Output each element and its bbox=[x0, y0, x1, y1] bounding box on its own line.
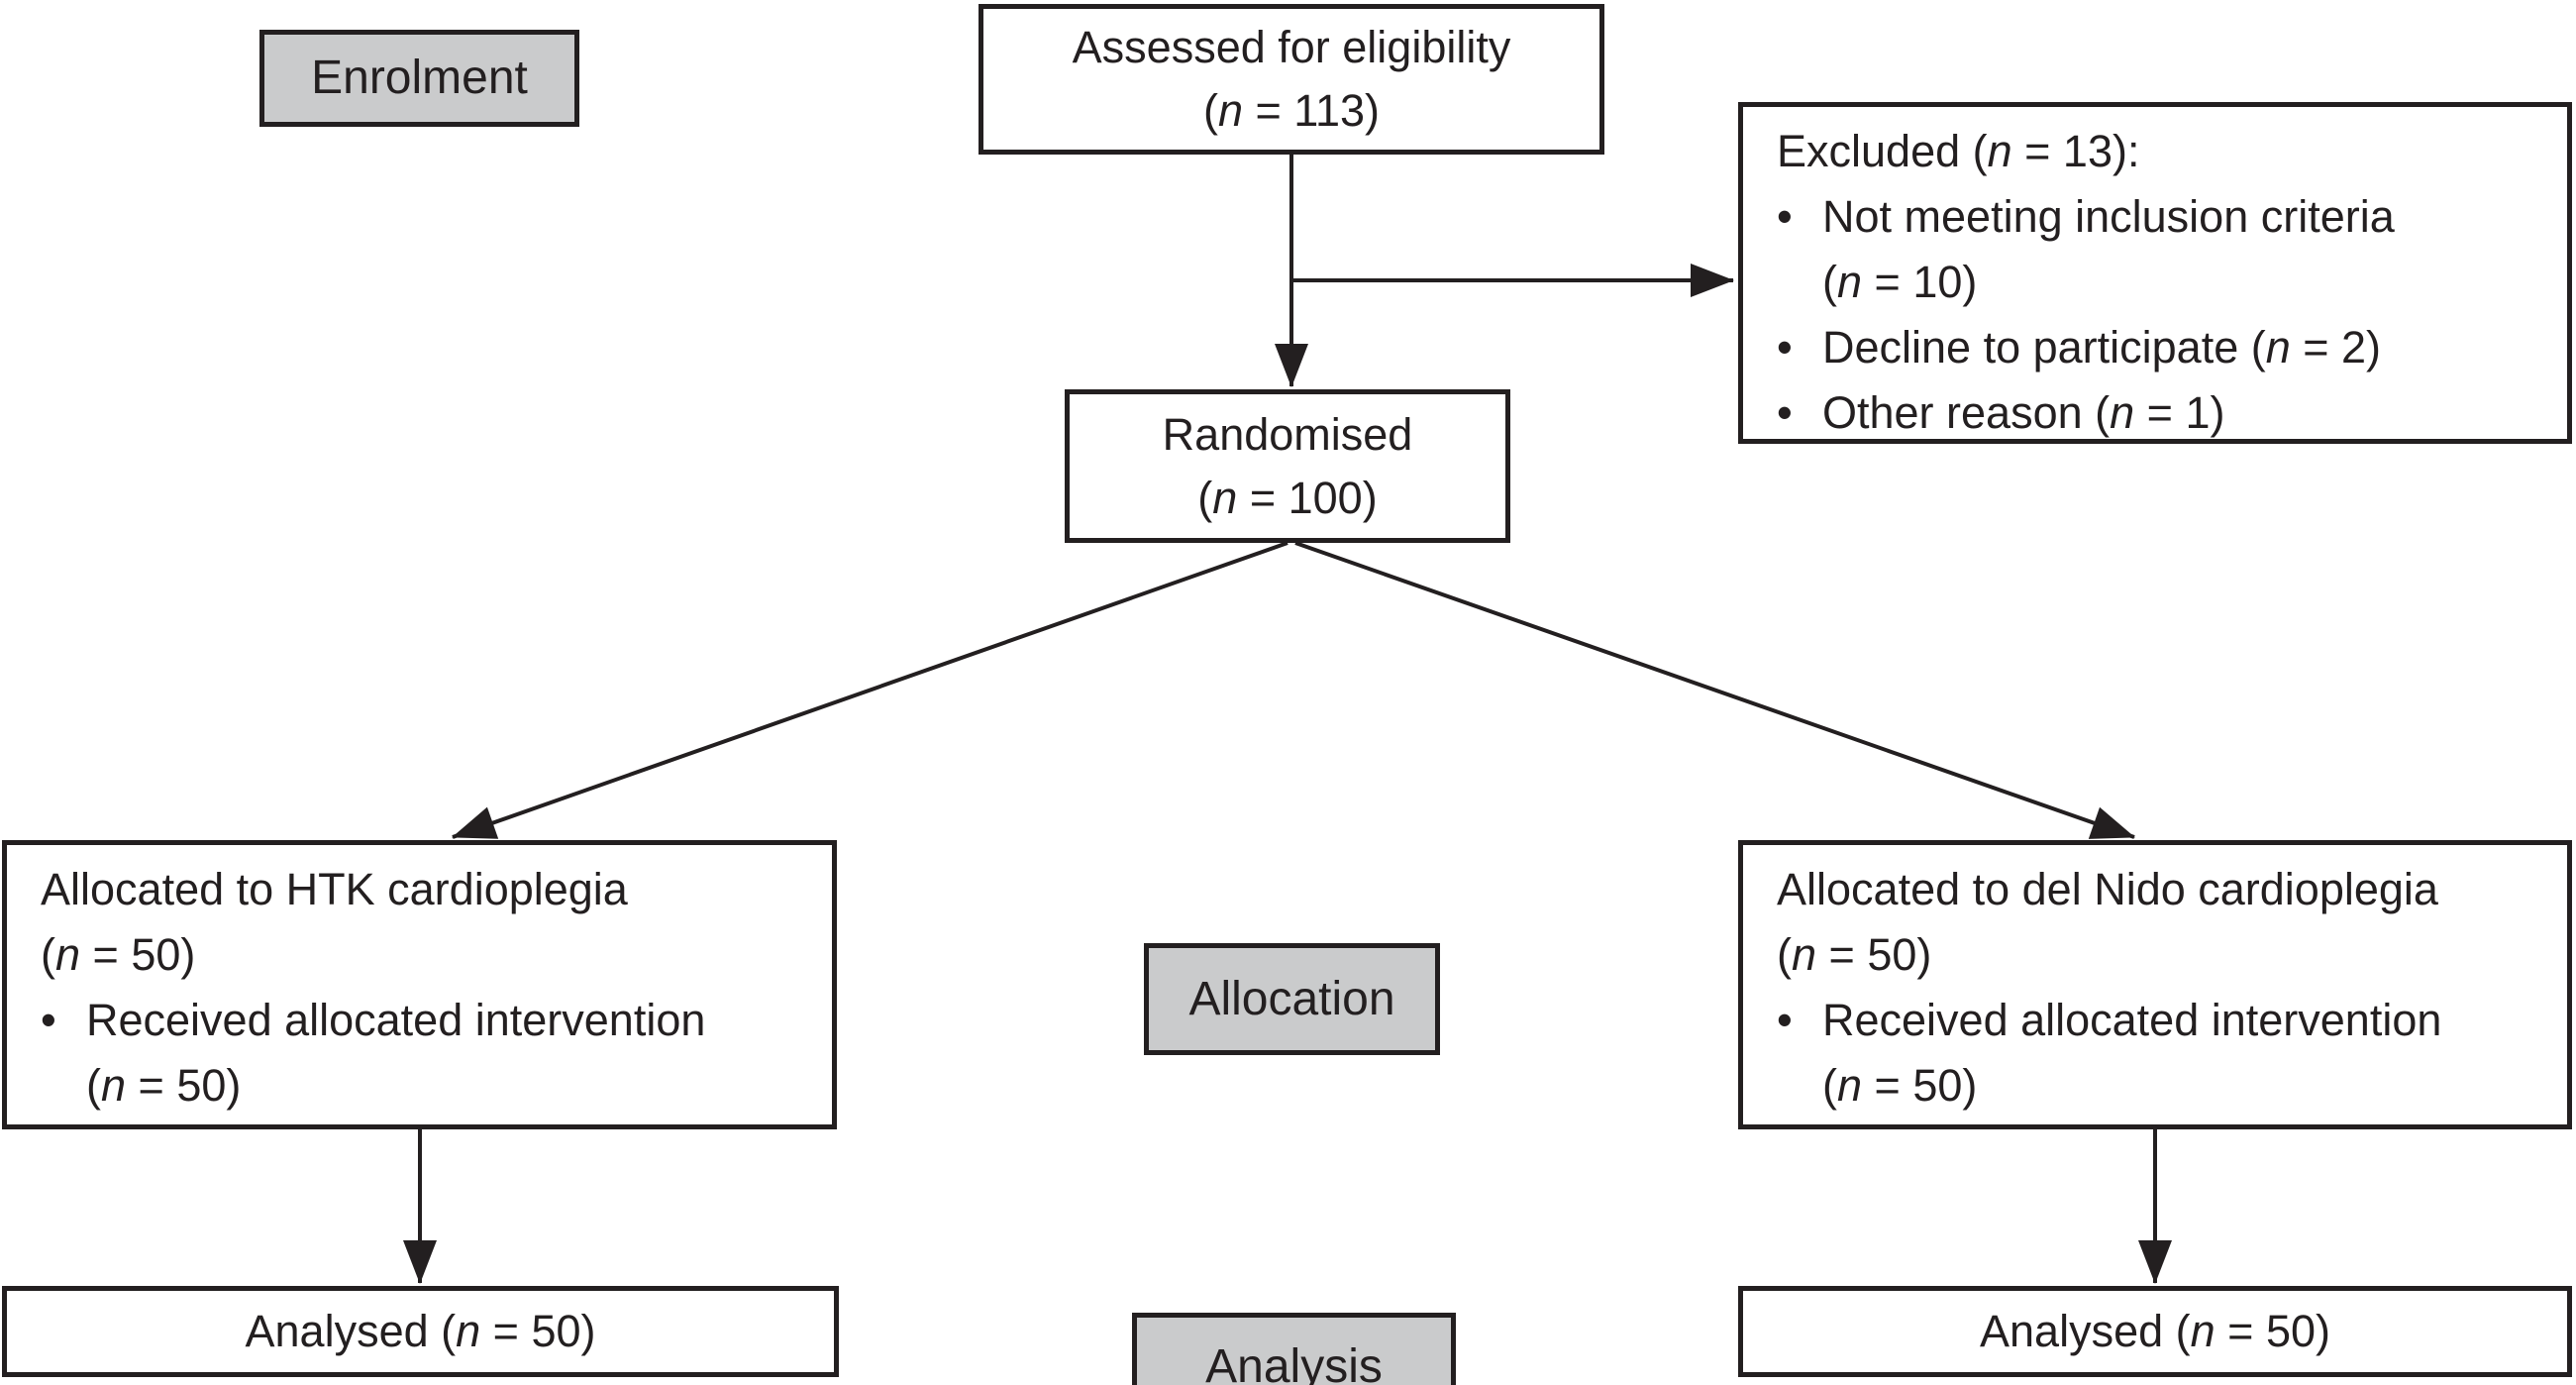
allocated-htk-item-stat: (n = 50) bbox=[86, 1053, 241, 1119]
allocation-stage-text: Allocation bbox=[1188, 972, 1395, 1025]
allocated-delnido-item-text: Received allocated intervention bbox=[1822, 995, 2442, 1045]
excluded-item-1-stat-open: ( bbox=[1822, 257, 1837, 307]
allocated-htk-stat-line: (n = 50) bbox=[41, 922, 824, 988]
excluded-item-2: • Decline to participate (n = 2) bbox=[1777, 315, 2559, 380]
allocated-htk-stat-n: n bbox=[55, 929, 81, 980]
randomised-box: Randomised (n = 100) bbox=[1065, 389, 1510, 543]
excluded-item-3-n: n bbox=[2110, 387, 2135, 438]
bullet-icon: • bbox=[1777, 322, 1793, 373]
excluded-item-3-pre: Other reason ( bbox=[1822, 387, 2111, 438]
analysed-delnido-rest: = 50) bbox=[2215, 1306, 2330, 1356]
excluded-item-3: • Other reason (n = 1) bbox=[1777, 380, 2559, 446]
bullet-icon: • bbox=[1777, 387, 1793, 438]
excluded-item-2-pre: Decline to participate ( bbox=[1822, 322, 2266, 373]
assessed-stat-n: n bbox=[1217, 85, 1243, 136]
allocated-delnido-stat-n: n bbox=[1792, 929, 1817, 980]
randomised-stat-open: ( bbox=[1197, 472, 1213, 523]
analysed-htk-line: Analysed (n = 50) bbox=[246, 1299, 596, 1364]
arrow-randomised-to-delnido bbox=[1294, 541, 2135, 839]
allocated-delnido-item-stat-line: (n = 50) bbox=[1777, 1053, 2559, 1119]
bullet-icon: • bbox=[1777, 995, 1793, 1045]
assessed-eligibility-box: Assessed for eligibility (n = 113) bbox=[979, 4, 1604, 155]
bullet-icon: • bbox=[41, 995, 56, 1045]
bullet-spacer bbox=[1777, 250, 1822, 315]
analysed-htk-rest: = 50) bbox=[480, 1306, 596, 1356]
assessed-stat-rest: = 113) bbox=[1243, 85, 1381, 136]
assessed-stat-open: ( bbox=[1202, 85, 1218, 136]
analysed-htk-n: n bbox=[456, 1306, 481, 1356]
excluded-item-2-text: Decline to participate (n = 2) bbox=[1822, 315, 2381, 380]
allocated-htk-stat-rest: = 50) bbox=[80, 929, 196, 980]
allocated-delnido-item-stat-rest: = 50) bbox=[1862, 1060, 1978, 1111]
allocated-delnido-item-stat-open: ( bbox=[1822, 1060, 1837, 1111]
allocated-delnido-line: Allocated to del Nido cardioplegia bbox=[1777, 864, 2438, 914]
allocated-htk-item-text: Received allocated intervention bbox=[86, 995, 706, 1045]
allocated-htk-item-stat-line: (n = 50) bbox=[41, 1053, 824, 1119]
allocated-htk-line: Allocated to HTK cardioplegia bbox=[41, 864, 628, 914]
analysis-stage-text: Analysis bbox=[1205, 1340, 1383, 1385]
analysis-stage-label: Analysis bbox=[1132, 1313, 1456, 1385]
analysed-delnido-n: n bbox=[2190, 1306, 2215, 1356]
analysed-htk-pre: Analysed ( bbox=[245, 1306, 457, 1356]
assessed-stat-line: (n = 113) bbox=[1203, 79, 1380, 143]
allocated-htk-item: • Received allocated intervention bbox=[41, 988, 824, 1053]
randomised-stat-line: (n = 100) bbox=[1197, 467, 1377, 530]
allocated-delnido-item-stat-n: n bbox=[1837, 1060, 1863, 1111]
excluded-title-pre: Excluded ( bbox=[1777, 126, 1988, 176]
excluded-item-2-n: n bbox=[2265, 322, 2291, 373]
bullet-spacer bbox=[41, 1053, 86, 1119]
excluded-item-1-stat: (n = 10) bbox=[1822, 250, 1977, 315]
enrolment-stage-label: Enrolment bbox=[259, 30, 579, 127]
excluded-item-1: • Not meeting inclusion criteria bbox=[1777, 184, 2559, 250]
allocated-htk-item-stat-rest: = 50) bbox=[126, 1060, 242, 1111]
allocated-delnido-item: • Received allocated intervention bbox=[1777, 988, 2559, 1053]
enrolment-stage-text: Enrolment bbox=[311, 52, 528, 104]
excluded-item-1-stat-rest: = 10) bbox=[1862, 257, 1978, 307]
excluded-box: Excluded (n = 13): • Not meeting inclusi… bbox=[1738, 102, 2572, 444]
allocation-stage-label: Allocation bbox=[1144, 943, 1440, 1055]
excluded-title-rest: = 13): bbox=[2011, 126, 2140, 176]
excluded-item-3-text: Other reason (n = 1) bbox=[1822, 380, 2224, 446]
excluded-item-1-stat-n: n bbox=[1837, 257, 1863, 307]
analysed-del-nido-box: Analysed (n = 50) bbox=[1738, 1286, 2572, 1377]
allocated-htk-stat-open: ( bbox=[41, 929, 55, 980]
analysed-delnido-pre: Analysed ( bbox=[1980, 1306, 2191, 1356]
bullet-spacer bbox=[1777, 1053, 1822, 1119]
excluded-title-n: n bbox=[1987, 126, 2012, 176]
excluded-item-1-stat-line: (n = 10) bbox=[1777, 250, 2559, 315]
randomised-line: Randomised bbox=[1162, 408, 1413, 460]
excluded-item-1-text: Not meeting inclusion criteria bbox=[1822, 191, 2395, 242]
excluded-item-3-rest: = 1) bbox=[2134, 387, 2225, 438]
analysed-htk-box: Analysed (n = 50) bbox=[2, 1286, 839, 1377]
allocated-delnido-item-stat: (n = 50) bbox=[1822, 1053, 1977, 1119]
excluded-item-2-rest: = 2) bbox=[2290, 322, 2382, 373]
allocated-delnido-stat-line: (n = 50) bbox=[1777, 922, 2559, 988]
analysed-delnido-line: Analysed (n = 50) bbox=[1980, 1299, 2330, 1364]
allocated-delnido-stat-rest: = 50) bbox=[1816, 929, 1932, 980]
allocated-htk-item-stat-open: ( bbox=[86, 1060, 101, 1111]
assessed-line: Assessed for eligibility bbox=[1072, 22, 1511, 72]
allocated-htk-item-stat-n: n bbox=[101, 1060, 127, 1111]
randomised-stat-n: n bbox=[1212, 472, 1238, 523]
allocated-del-nido-box: Allocated to del Nido cardioplegia (n = … bbox=[1738, 840, 2572, 1129]
excluded-title-line: Excluded (n = 13): bbox=[1777, 119, 2559, 184]
bullet-icon: • bbox=[1777, 191, 1793, 242]
allocated-htk-box: Allocated to HTK cardioplegia (n = 50) •… bbox=[2, 840, 837, 1129]
allocated-delnido-stat-open: ( bbox=[1777, 929, 1792, 980]
randomised-stat-rest: = 100) bbox=[1237, 472, 1378, 523]
arrow-randomised-to-htk bbox=[452, 541, 1288, 839]
